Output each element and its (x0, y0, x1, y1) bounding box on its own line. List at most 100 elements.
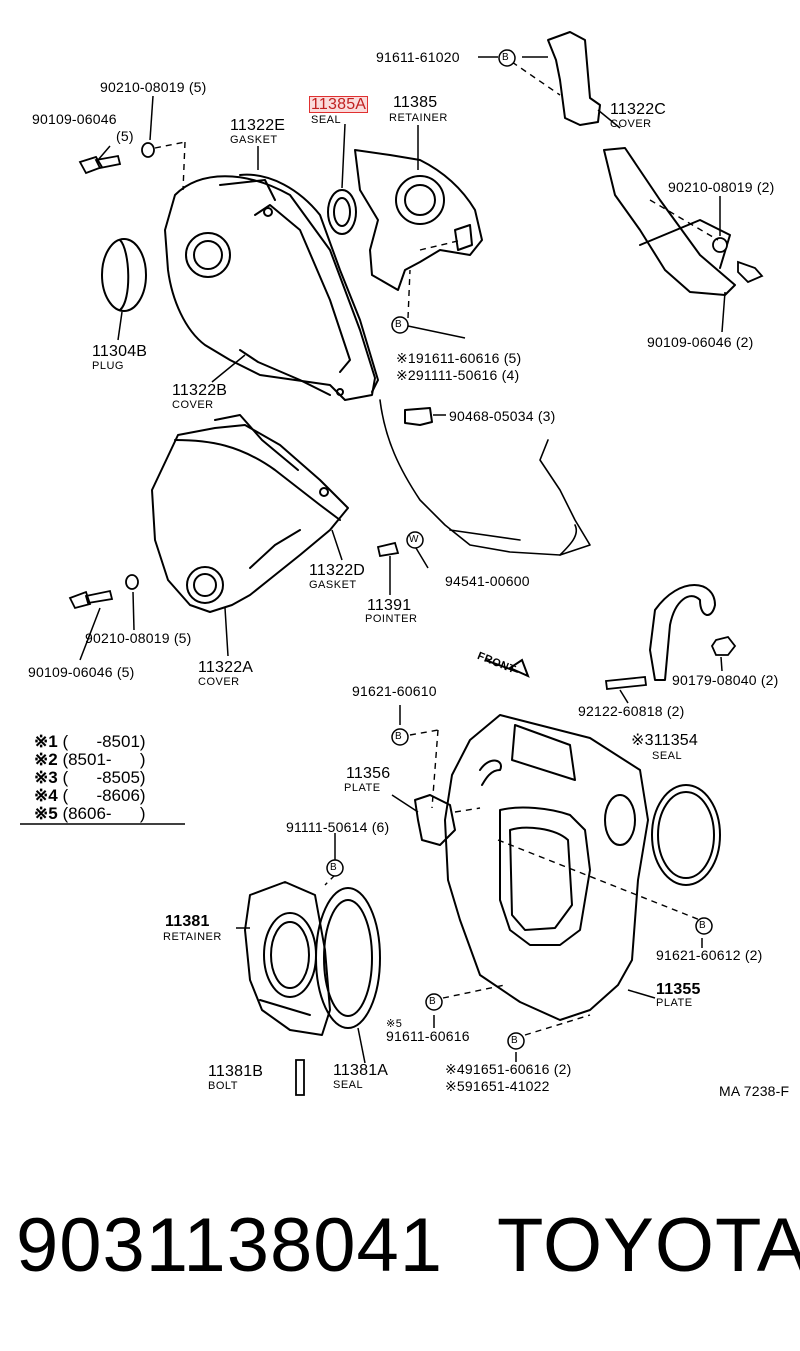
part-label-90210-08019-right[interactable]: 90210-08019 (2) (668, 179, 775, 195)
washer-marker (406, 531, 424, 549)
part-label-11381[interactable]: 11381 (165, 913, 210, 930)
part-label-11385[interactable]: 11385 (393, 94, 438, 111)
part-label-91621-60612[interactable]: 91621-60612 (2) (656, 947, 763, 963)
part-sub-11355: PLATE (656, 997, 693, 1009)
seal-11385a-drawing (327, 189, 357, 235)
part-label-11356[interactable]: 11356 (346, 765, 391, 782)
part-sub-11391: POINTER (365, 613, 418, 625)
part-label-11322a[interactable]: 11322A (198, 659, 254, 676)
seal-11354-drawing (651, 784, 721, 886)
nut-90179-drawing (710, 635, 737, 656)
part-sub-11322e: GASKET (230, 134, 278, 146)
part-label-11322e[interactable]: 11322E (230, 117, 286, 134)
part-label-11304b[interactable]: 11304B (92, 343, 148, 360)
part-label-91111-50616[interactable]: ※291111-50616 (4) (396, 367, 520, 383)
front-arrow (484, 658, 530, 678)
part-label-90109-06046-left[interactable]: 90109-06046 (5) (28, 664, 135, 680)
cover-11322b-drawing (164, 175, 376, 401)
legend-row-1: ※1 ( -8501) (34, 733, 146, 751)
part-label-91621-60610[interactable]: 91621-60610 (352, 683, 437, 699)
part-label-11381a[interactable]: 11381A (333, 1062, 389, 1079)
legend-row-2: ※2 (8501- ) (34, 751, 146, 769)
part-label-11322c[interactable]: 11322C (610, 101, 667, 118)
retainer-11385-drawing (354, 149, 483, 291)
bolt-marker-2 (391, 316, 409, 334)
retainer-11381-drawing (244, 881, 331, 1036)
part-label-90210-08019-top[interactable]: 90210-08019 (5) (100, 79, 207, 95)
gasket-11322d-drawing (174, 439, 341, 521)
plug-11304b-drawing (101, 238, 147, 312)
part-sub-11354: SEAL (652, 750, 683, 762)
part-label-11381b[interactable]: 11381B (208, 1063, 264, 1080)
bolt-90109-left-drawing (68, 589, 114, 610)
part-label-91611-60616-b[interactable]: 91611-60616 (386, 1028, 470, 1044)
legend-mark: ※2 (34, 750, 58, 769)
bolt-marker-7 (507, 1032, 525, 1050)
legend-row-4: ※4 ( -8606) (34, 787, 146, 805)
part-label-11391[interactable]: 11391 (367, 597, 412, 614)
legend-range: (8501- ) (62, 750, 146, 769)
legend-row-5: ※5 (8606- ) (34, 805, 146, 823)
part-label-11322d[interactable]: 11322D (309, 562, 366, 579)
part-label-11322b[interactable]: 11322B (172, 382, 228, 399)
part-label-91651-60616[interactable]: ※491651-60616 (2) (445, 1061, 572, 1077)
seal-11381a-drawing (315, 887, 381, 1029)
part-sub-11381: RETAINER (163, 931, 222, 943)
pointer-11391-drawing (376, 541, 400, 558)
part-sub-11322b: COVER (172, 399, 214, 411)
part-sub-11322c: COVER (610, 118, 652, 130)
bolt-marker-3 (391, 728, 409, 746)
bolt-marker-5 (695, 917, 713, 935)
part-label-90109-06046-top[interactable]: 90109-06046 (32, 111, 117, 127)
bolt-marker-6 (425, 993, 443, 1011)
footer-part-number: 9031138041 (16, 1203, 444, 1288)
part-sub-11381b: BOLT (208, 1080, 238, 1092)
legend-mark: ※4 (34, 786, 58, 805)
bolt-90109-top-drawing (78, 154, 122, 175)
part-label-90210-08019-left[interactable]: 90210-08019 (5) (85, 630, 192, 646)
part-sub-11322a: COVER (198, 676, 240, 688)
bolt-marker-label: B (395, 319, 403, 330)
bolt-marker-4 (326, 859, 344, 877)
part-label-11354[interactable]: ※311354 (631, 732, 699, 749)
bolt-11381b-drawing (295, 1059, 305, 1096)
part-mark-91611-60616-b: ※5 (386, 1018, 403, 1030)
part-label-91111-50614[interactable]: 91111-50614 (6) (286, 819, 390, 835)
part-sub-11381a: SEAL (333, 1079, 364, 1091)
part-sub-11385a: SEAL (311, 114, 342, 126)
legend-mark: ※1 (34, 732, 58, 751)
bolt-marker-label: B (429, 996, 437, 1007)
part-label-94541-00600[interactable]: 94541-00600 (445, 573, 530, 589)
legend-range: ( -8501) (62, 732, 146, 751)
part-sub-11385: RETAINER (389, 112, 448, 124)
part-label-91611-61020[interactable]: 91611-61020 (376, 49, 460, 65)
footer-brand: TOYOTA (497, 1203, 800, 1288)
part-label-90179-08040[interactable]: 90179-08040 (2) (672, 672, 779, 688)
plate-11355-drawing (444, 714, 649, 1021)
bolt-marker-label: B (511, 1035, 519, 1046)
bolt-90109-right-drawing (737, 260, 764, 284)
clip-90468-drawing (404, 407, 433, 426)
legend-range: ( -8606) (62, 786, 146, 805)
part-label-90109-06046-right[interactable]: 90109-06046 (2) (647, 334, 754, 350)
part-label-11355[interactable]: 11355 (656, 981, 701, 998)
legend-mark: ※5 (34, 804, 58, 823)
part-label-90468-05034[interactable]: 90468-05034 (3) (449, 408, 556, 424)
bolt-marker-label: B (699, 920, 707, 931)
legend-mark: ※3 (34, 768, 58, 787)
bracket-drawing (649, 584, 716, 681)
bolt-marker-1 (498, 49, 516, 67)
washer-marker-label: W (409, 534, 419, 545)
stud-92122-drawing (604, 676, 648, 690)
legend-row-3: ※3 ( -8505) (34, 769, 146, 787)
washer-90210-top-drawing (141, 142, 155, 158)
part-label-11385a-highlighted[interactable]: 11385A (309, 96, 369, 113)
part-sub-11304b: PLUG (92, 360, 124, 372)
legend-range: (8606- ) (62, 804, 146, 823)
part-label-91611-60616[interactable]: ※191611-60616 (5) (396, 350, 522, 366)
part-sub-11356: PLATE (344, 782, 381, 794)
part-label-92122-60818[interactable]: 92122-60818 (2) (578, 703, 685, 719)
part-label-90109-06046-top-qty: (5) (116, 128, 134, 144)
washer-90210-right-drawing (712, 237, 728, 253)
part-label-91651-41022[interactable]: ※591651-41022 (445, 1078, 550, 1094)
